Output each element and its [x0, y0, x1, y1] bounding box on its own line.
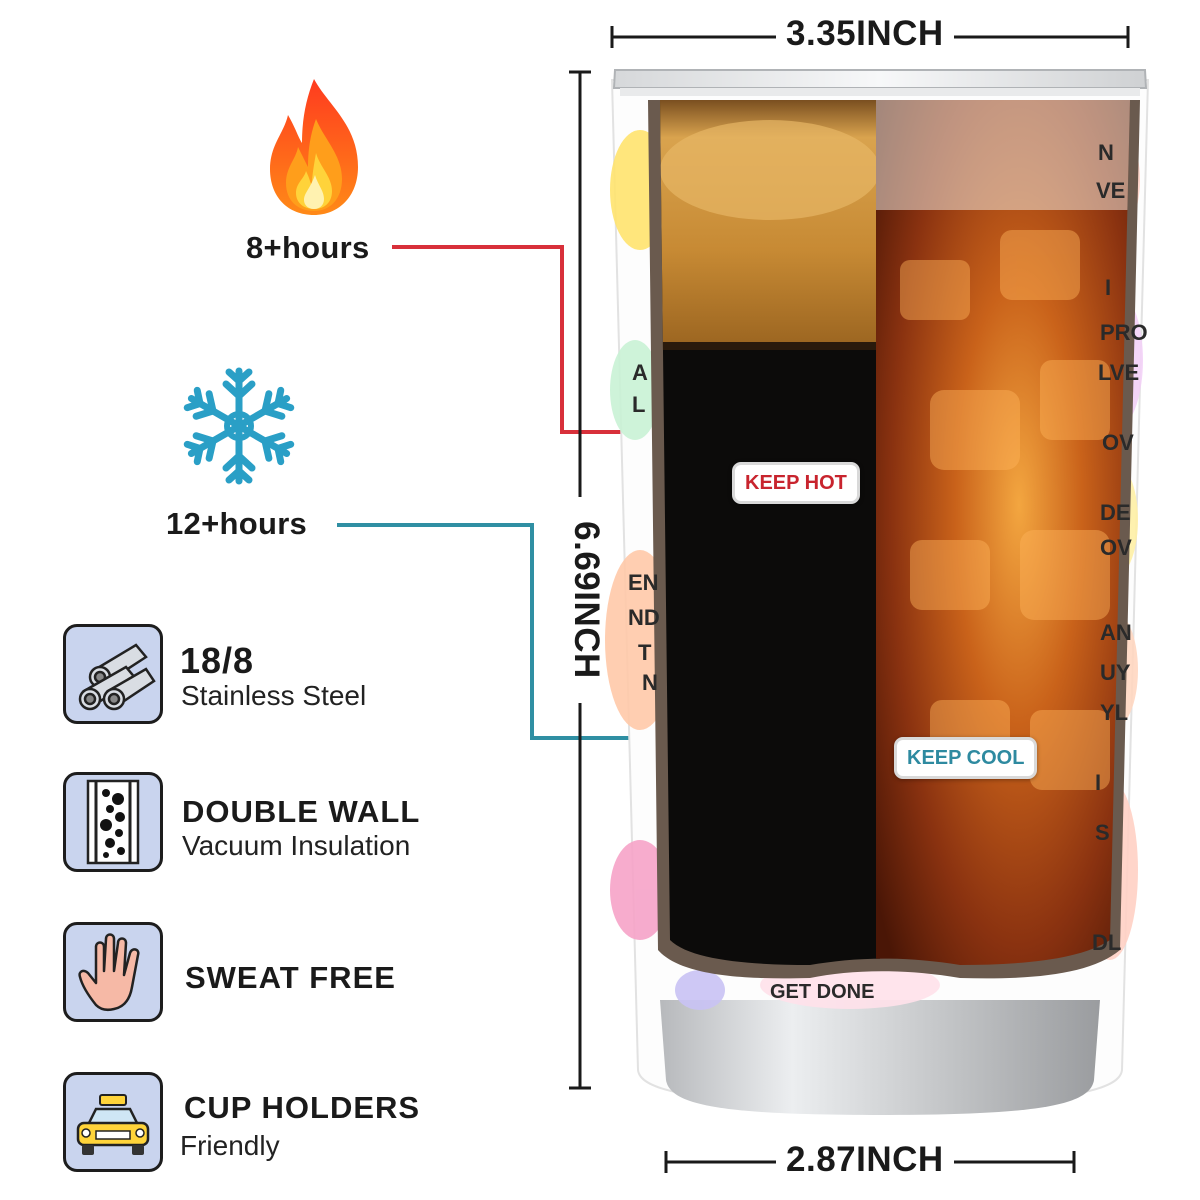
svg-text:VE: VE — [1096, 178, 1125, 203]
svg-text:EN: EN — [628, 570, 659, 595]
svg-text:AN: AN — [1100, 620, 1132, 645]
tumbler-print: N VE I PRO LVE OV DE OV AN UY YL I S DL … — [628, 140, 1148, 1003]
svg-text:UY: UY — [1100, 660, 1131, 685]
svg-text:A: A — [632, 360, 648, 385]
svg-text:OV: OV — [1102, 430, 1134, 455]
keep-hot-badge: KEEP HOT — [732, 462, 860, 504]
svg-text:PRO: PRO — [1100, 320, 1148, 345]
svg-text:ND: ND — [628, 605, 660, 630]
feature-title-sweat-free: SWEAT FREE — [185, 960, 396, 995]
svg-text:T: T — [638, 640, 652, 665]
feature-subtitle-steel: Stainless Steel — [181, 680, 367, 711]
snowflake-icon — [172, 366, 306, 486]
cold-hours-label: 12+hours — [166, 506, 308, 541]
tumbler: N VE I PRO LVE OV DE OV AN UY YL I S DL … — [605, 69, 1150, 1115]
svg-text:GET DONE: GET DONE — [770, 981, 874, 1003]
flame-icon — [262, 75, 367, 220]
svg-text:I: I — [1105, 275, 1111, 300]
svg-text:OV: OV — [1100, 535, 1132, 560]
svg-text:LVE: LVE — [1098, 360, 1139, 385]
feature-subtitle-double-wall: Vacuum Insulation — [182, 830, 411, 861]
feature-title-cup-holders: CUP HOLDERS — [184, 1090, 421, 1125]
taxi-icon — [63, 1072, 163, 1172]
svg-text:YL: YL — [1100, 700, 1128, 725]
feature-title-steel: 18/8 — [180, 640, 255, 681]
top-width-label: 3.35INCH — [776, 14, 954, 54]
svg-text:L: L — [632, 392, 645, 417]
hot-hours-label: 8+hours — [246, 230, 370, 265]
steel-pipes-icon — [63, 624, 163, 724]
hand-icon — [63, 922, 163, 1022]
keep-cool-badge: KEEP COOL — [894, 737, 1038, 779]
feature-subtitle-cup-holders: Friendly — [180, 1130, 280, 1161]
svg-text:I: I — [1095, 770, 1101, 795]
svg-text:N: N — [642, 670, 658, 695]
vacuum-wall-icon — [63, 772, 163, 872]
svg-text:DL: DL — [1092, 930, 1121, 955]
svg-text:N: N — [1098, 140, 1114, 165]
svg-text:S: S — [1095, 820, 1110, 845]
bottom-width-label: 2.87INCH — [776, 1140, 954, 1180]
svg-text:DE: DE — [1100, 500, 1131, 525]
feature-title-double-wall: DOUBLE WALL — [182, 794, 421, 829]
